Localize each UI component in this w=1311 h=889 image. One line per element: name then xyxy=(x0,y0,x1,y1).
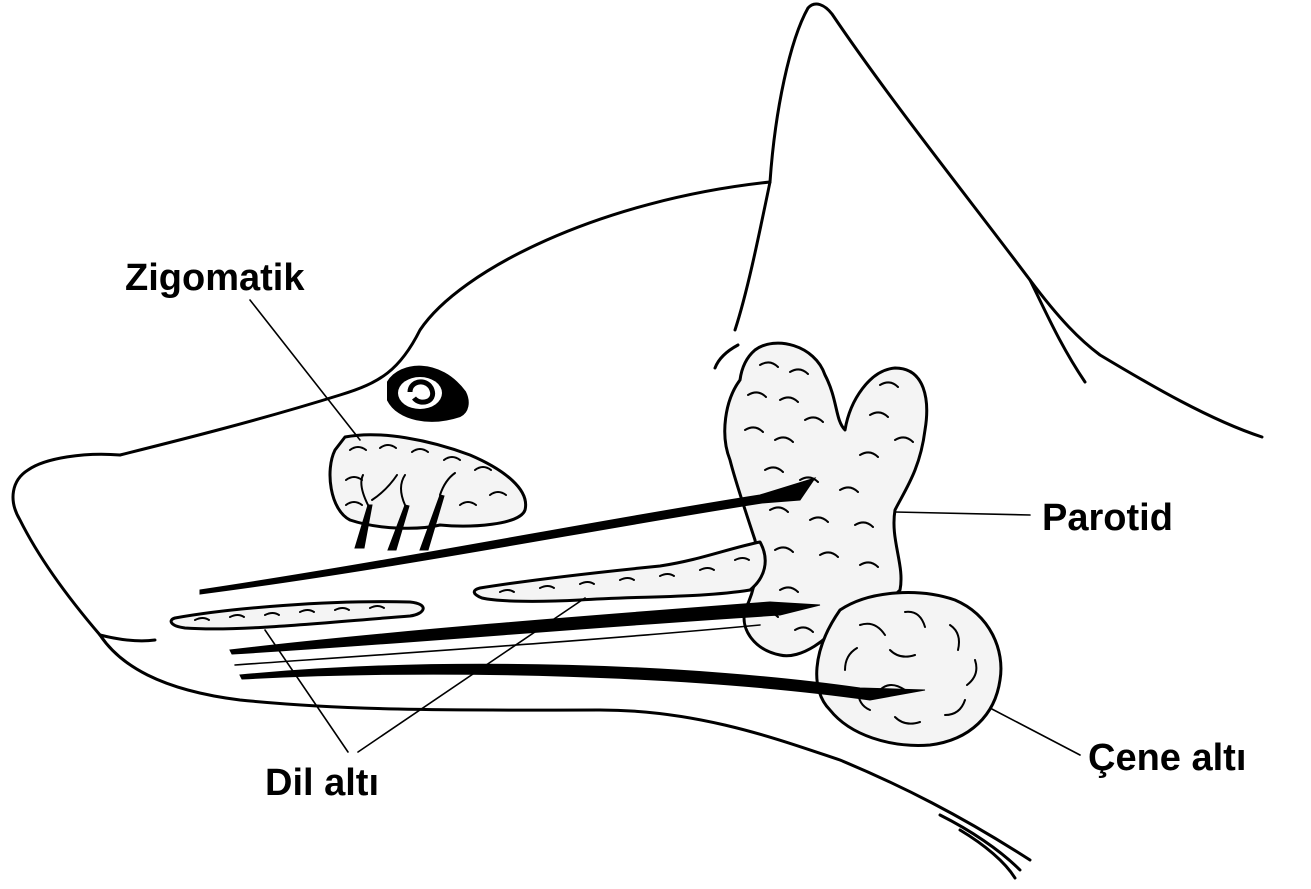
ear-outline xyxy=(770,4,1262,437)
cheek-line xyxy=(715,345,738,368)
label-zygomatic: Zigomatik xyxy=(125,257,305,299)
neck-line-2 xyxy=(960,830,1015,878)
mandibular-leader xyxy=(990,708,1080,755)
zygomatic-gland xyxy=(330,435,526,550)
ear-inner-line xyxy=(735,182,770,330)
label-sublingual: Dil altı xyxy=(265,762,379,804)
sublingual-glands xyxy=(171,542,820,665)
parotid-leader xyxy=(895,512,1030,515)
ear-fold-line xyxy=(1030,280,1085,382)
zygomatic-leader xyxy=(250,300,360,440)
label-parotid: Parotid xyxy=(1042,497,1173,539)
label-mandibular: Çene altı xyxy=(1088,737,1246,779)
dog-head-outline xyxy=(13,4,1262,878)
lip-line xyxy=(100,635,155,641)
nose-contour xyxy=(13,454,120,635)
eye xyxy=(388,367,468,421)
